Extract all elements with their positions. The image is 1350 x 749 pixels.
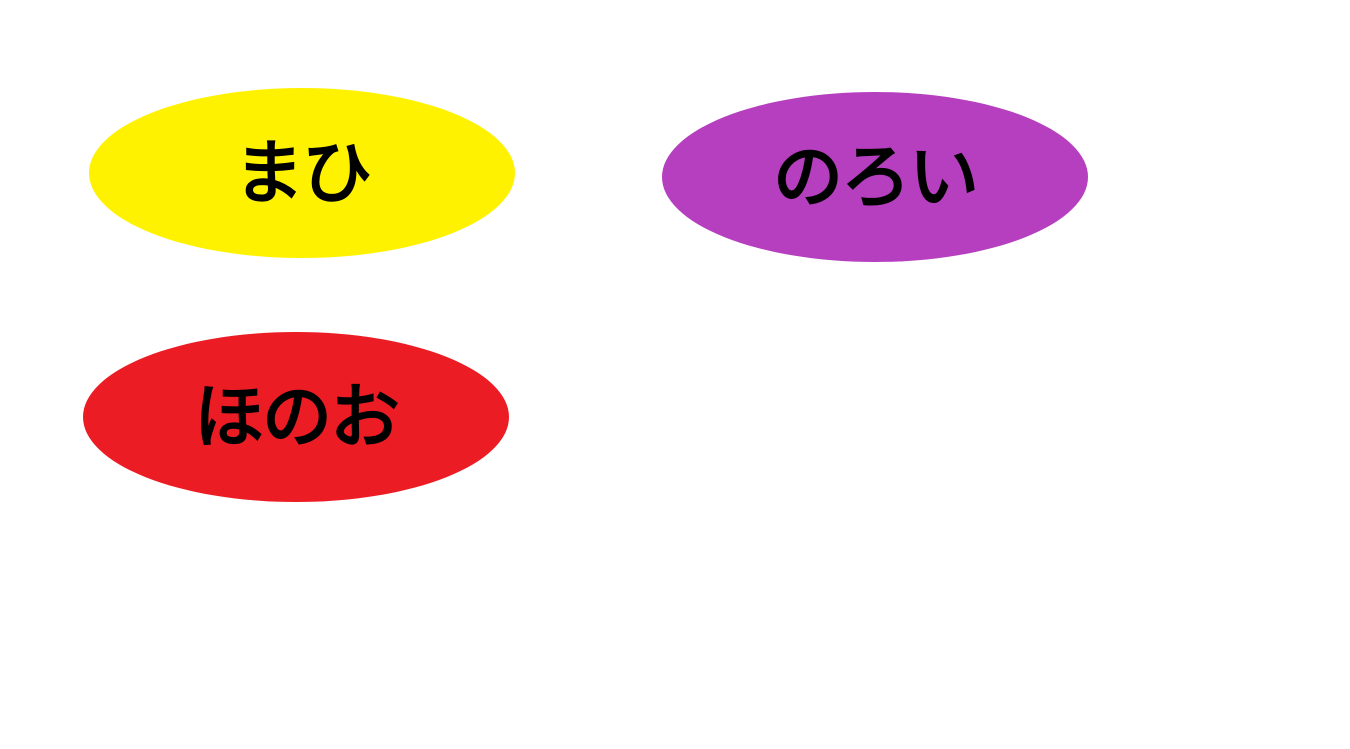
- yellow-oval: まひ: [89, 88, 515, 258]
- red-oval: ほのお: [83, 332, 509, 502]
- purple-oval: のろい: [662, 92, 1088, 262]
- oval-label-noroi: のろい: [773, 136, 979, 218]
- oval-label-honoo: ほのお: [194, 376, 400, 458]
- oval-label-mahi: まひ: [234, 132, 372, 214]
